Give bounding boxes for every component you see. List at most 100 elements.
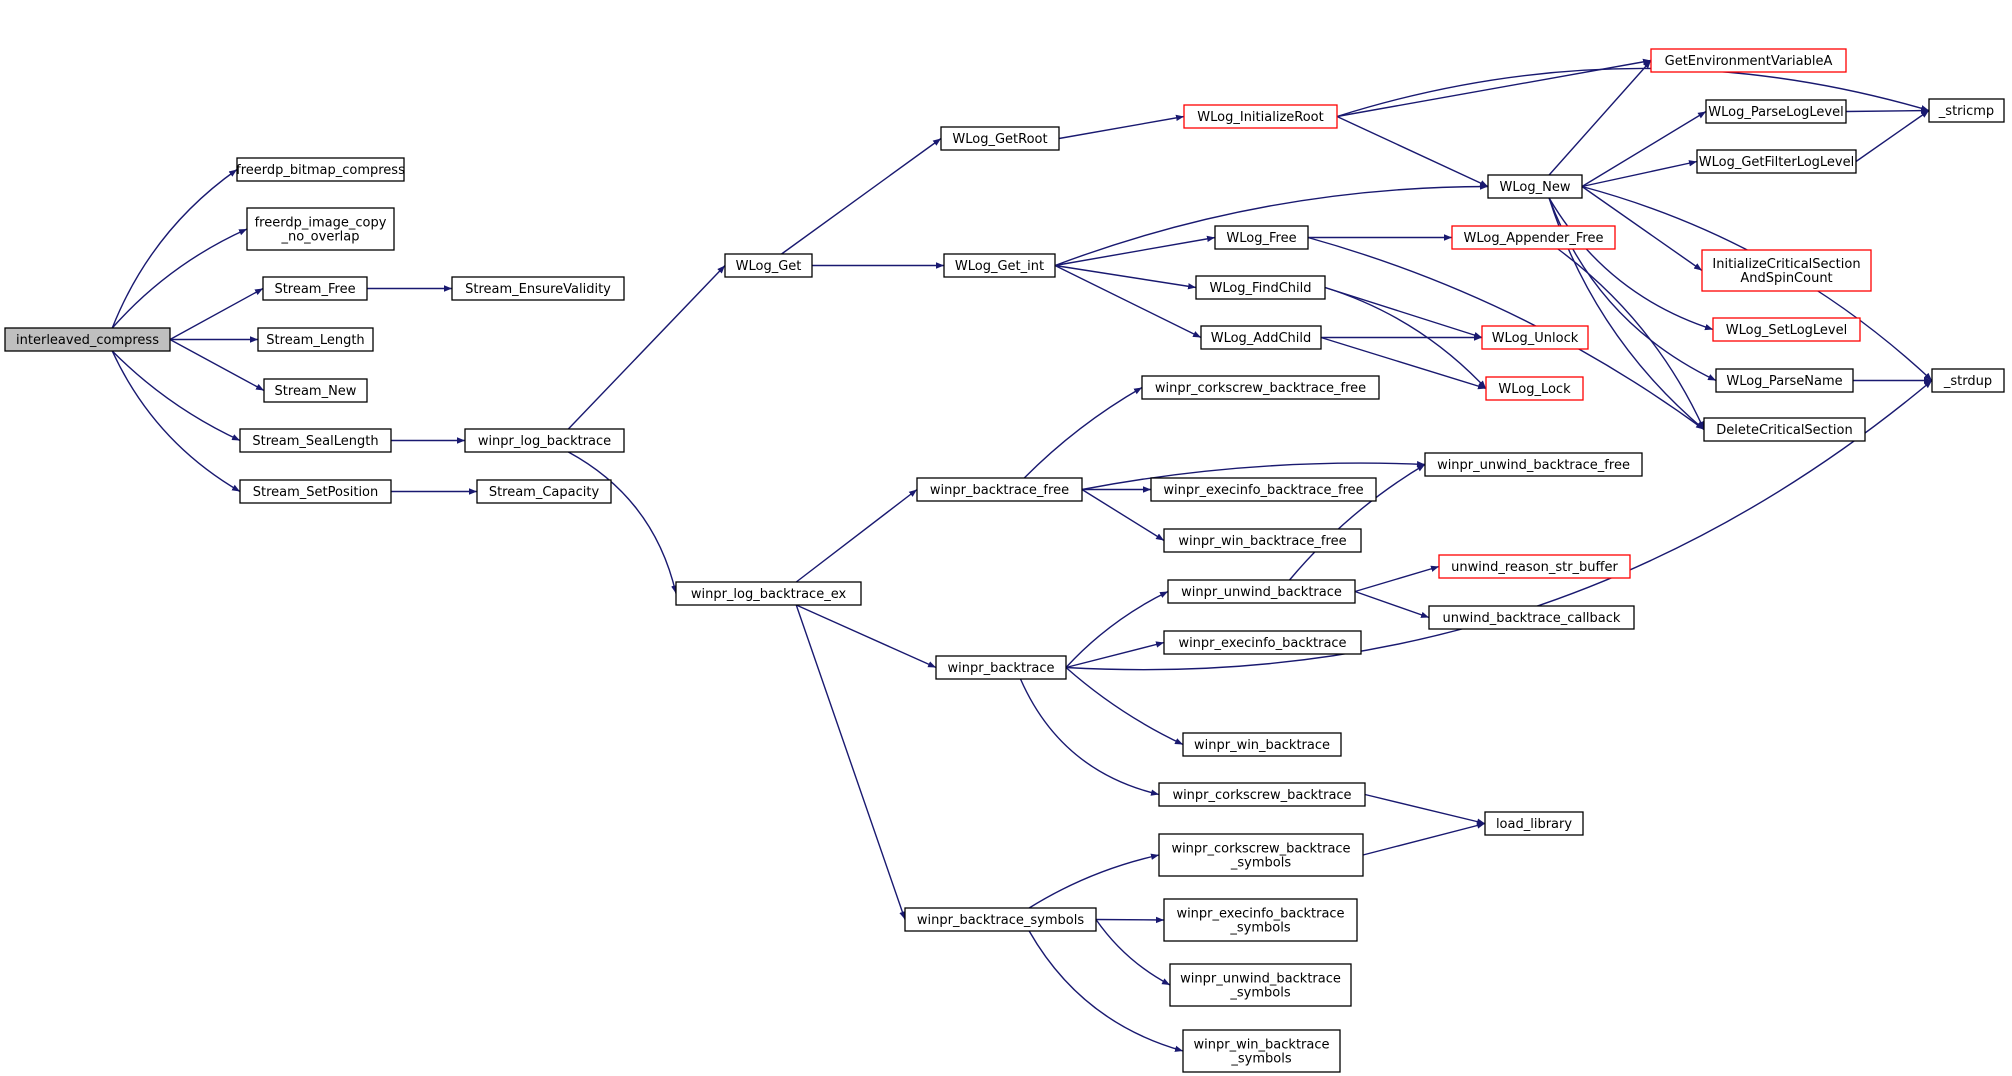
node-box — [1200, 325, 1322, 350]
edge-interleaved-compress-to-stream-new — [169, 338, 265, 392]
node-winpr-execinfo-backtrace-free[interactable]: winpr_execinfo_backtrace_free — [1150, 477, 1377, 502]
node-wlog-addchild[interactable]: WLog_AddChild — [1200, 325, 1322, 350]
node-label: load_library — [1496, 817, 1572, 832]
node-winpr-unwind-backtrace[interactable]: winpr_unwind_backtrace — [1167, 579, 1356, 604]
node-label: Stream_Length — [266, 333, 364, 348]
node-label: Stream_EnsureValidity — [465, 282, 611, 297]
node-winpr-execinfo-backtrace[interactable]: winpr_execinfo_backtrace — [1163, 630, 1362, 655]
node-label: unwind_reason_str_buffer — [1451, 560, 1618, 575]
node-label: winpr_corkscrew_backtrace — [1172, 788, 1351, 803]
node-winpr-unwind-backtrace-free[interactable]: winpr_unwind_backtrace_free — [1424, 452, 1643, 477]
node-box — [1163, 528, 1362, 553]
node--stricmp[interactable]: _stricmp — [1928, 98, 2005, 123]
node-winpr-log-backtrace[interactable]: winpr_log_backtrace — [464, 428, 625, 453]
node-wlog-parseloglevel[interactable]: WLog_ParseLogLevel — [1705, 99, 1847, 124]
edge-interleaved-compress-to-stream-setposition — [111, 350, 241, 493]
node-label: winpr_unwind_backtrace_free — [1437, 458, 1630, 473]
node-wlog-findchild[interactable]: WLog_FindChild — [1195, 275, 1326, 300]
edge-winpr-backtrace-free-to-winpr-win-backtrace-free — [1081, 488, 1165, 542]
node-interleaved-compress[interactable]: interleaved_compress — [4, 327, 171, 352]
node-wlog-new[interactable]: WLog_New — [1487, 174, 1583, 199]
node-wlog-get-int[interactable]: WLog_Get_int — [943, 253, 1056, 278]
node-winpr-corkscrew-backtrace-symbols[interactable]: winpr_corkscrew_backtrace_symbols — [1158, 833, 1364, 877]
node-stream-length[interactable]: Stream_Length — [257, 327, 374, 352]
node-winpr-corkscrew-backtrace[interactable]: winpr_corkscrew_backtrace — [1158, 782, 1366, 807]
node-stream-setposition[interactable]: Stream_SetPosition — [239, 479, 392, 504]
node-wlog-unlock[interactable]: WLog_Unlock — [1481, 325, 1589, 350]
node-label: WLog_New — [1500, 180, 1571, 195]
node-box — [1451, 225, 1616, 250]
node-load-library[interactable]: load_library — [1484, 811, 1584, 836]
node-box — [464, 428, 625, 453]
node-box — [935, 655, 1067, 680]
node-label: WLog_Appender_Free — [1464, 231, 1604, 246]
node-winpr-log-backtrace-ex[interactable]: winpr_log_backtrace_ex — [675, 581, 862, 606]
node-label: WLog_InitializeRoot — [1197, 110, 1323, 125]
edge-interleaved-compress-to-freerdp-bitmap-compress — [111, 168, 238, 329]
node-stream-capacity[interactable]: Stream_Capacity — [476, 479, 612, 504]
node-box — [1650, 48, 1847, 73]
node-stream-new[interactable]: Stream_New — [263, 378, 368, 403]
node-winpr-backtrace-symbols[interactable]: winpr_backtrace_symbols — [904, 907, 1097, 932]
node-box — [1424, 452, 1643, 477]
edge-wlog-initializeroot-to--stricmp — [1336, 67, 1930, 118]
node-wlog-setloglevel[interactable]: WLog_SetLogLevel — [1712, 317, 1861, 342]
node-winpr-corkscrew-backtrace-free[interactable]: winpr_corkscrew_backtrace_free — [1141, 375, 1380, 400]
node-box — [1428, 605, 1635, 630]
node-wlog-getroot[interactable]: WLog_GetRoot — [940, 126, 1060, 151]
node-box — [1214, 225, 1309, 250]
node-freerdp-image-copy-no-overlap[interactable]: freerdp_image_copy_no_overlap — [246, 207, 395, 251]
node-wlog-initializeroot[interactable]: WLog_InitializeRoot — [1183, 104, 1338, 129]
node-wlog-getfilterloglevel[interactable]: WLog_GetFilterLogLevel — [1696, 149, 1857, 174]
node-stream-ensurevalidity[interactable]: Stream_EnsureValidity — [451, 276, 625, 301]
node-box — [1928, 98, 2005, 123]
edge-interleaved-compress-to-stream-free — [169, 287, 264, 341]
node-winpr-win-backtrace-free[interactable]: winpr_win_backtrace_free — [1163, 528, 1362, 553]
node-winpr-win-backtrace-symbols[interactable]: winpr_win_backtrace_symbols — [1182, 1029, 1341, 1073]
node-freerdp-bitmap-compress[interactable]: freerdp_bitmap_compress — [236, 157, 405, 182]
node-getenvironmentvariablea[interactable]: GetEnvironmentVariableA — [1650, 48, 1847, 73]
node-wlog-get[interactable]: WLog_Get — [724, 253, 813, 278]
node-label: WLog_Lock — [1498, 382, 1571, 397]
node-label: winpr_log_backtrace_ex — [691, 587, 847, 602]
node-stream-free[interactable]: Stream_Free — [262, 276, 368, 301]
node-wlog-parsename[interactable]: WLog_ParseName — [1715, 368, 1854, 393]
node-label: winpr_execinfo_backtrace — [1176, 907, 1344, 922]
node-winpr-backtrace[interactable]: winpr_backtrace — [935, 655, 1067, 680]
node-label: _stricmp — [1938, 104, 1994, 119]
node-label: WLog_Get_int — [955, 259, 1044, 274]
node-label: winpr_win_backtrace_free — [1178, 534, 1346, 549]
node-wlog-appender-free[interactable]: WLog_Appender_Free — [1451, 225, 1616, 250]
node-box — [246, 207, 395, 251]
node-winpr-execinfo-backtrace-symbols[interactable]: winpr_execinfo_backtrace_symbols — [1163, 898, 1358, 942]
node-unwind-backtrace-callback[interactable]: unwind_backtrace_callback — [1428, 605, 1635, 630]
node--strdup[interactable]: _strdup — [1931, 368, 2005, 393]
node-wlog-lock[interactable]: WLog_Lock — [1485, 376, 1584, 401]
node-box — [1158, 833, 1364, 877]
node-box — [1163, 898, 1358, 942]
edge-interleaved-compress-to-stream-seallength — [111, 350, 241, 442]
node-stream-seallength[interactable]: Stream_SealLength — [239, 428, 392, 453]
node-unwind-reason-str-buffer[interactable]: unwind_reason_str_buffer — [1438, 554, 1631, 579]
node-label: Stream_Capacity — [489, 485, 600, 500]
node-label: winpr_execinfo_backtrace — [1178, 636, 1346, 651]
node-winpr-backtrace-free[interactable]: winpr_backtrace_free — [916, 477, 1083, 502]
edge-wlog-new-to-wlog-parseloglevel — [1581, 110, 1707, 188]
node-winpr-win-backtrace[interactable]: winpr_win_backtrace — [1182, 732, 1342, 757]
node-label: AndSpinCount — [1740, 271, 1832, 286]
node-label: Stream_SetPosition — [253, 485, 379, 500]
node-box — [257, 327, 374, 352]
node-label: _symbols — [1230, 856, 1291, 871]
node-box — [916, 477, 1083, 502]
node-label: _strdup — [1943, 374, 1992, 389]
node-winpr-unwind-backtrace-symbols[interactable]: winpr_unwind_backtrace_symbols — [1169, 963, 1352, 1007]
node-deletecriticalsection[interactable]: DeleteCriticalSection — [1703, 417, 1866, 442]
edge-winpr-backtrace-to-winpr-win-backtrace — [1065, 666, 1184, 746]
node-wlog-free[interactable]: WLog_Free — [1214, 225, 1309, 250]
edge-winpr-log-backtrace-ex-to-winpr-backtrace-free — [795, 488, 918, 583]
edge-wlog-findchild-to-wlog-lock — [1324, 286, 1487, 389]
node-box — [1182, 1029, 1341, 1073]
node-box — [1158, 782, 1366, 807]
